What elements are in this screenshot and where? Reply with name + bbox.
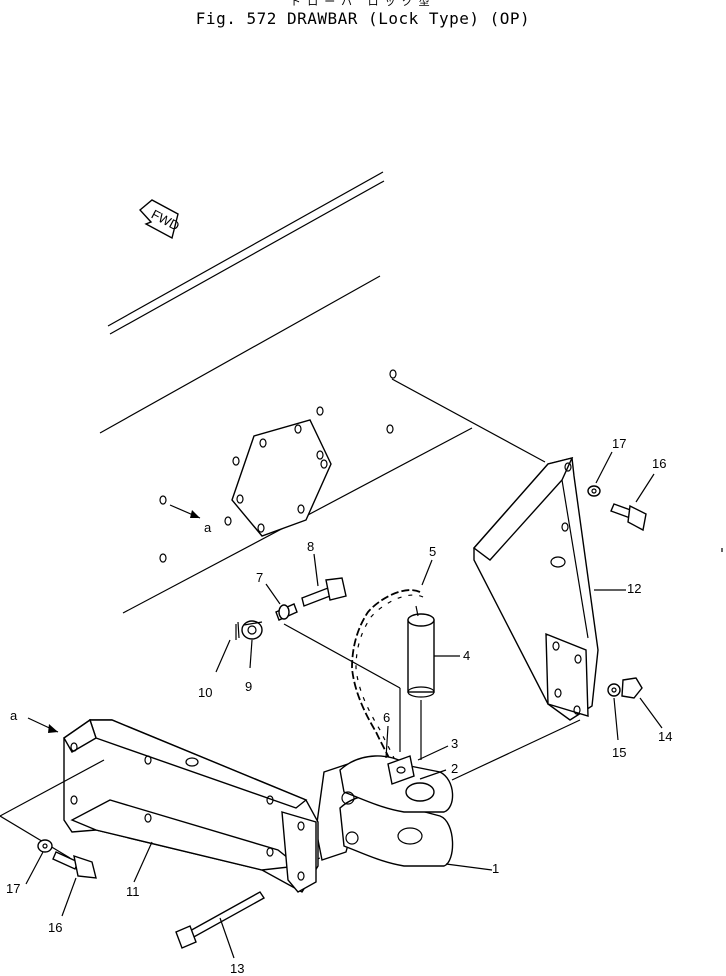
callout-17-left: 17 bbox=[6, 881, 20, 896]
hex-cover-plate bbox=[231, 419, 332, 537]
long-bolt bbox=[175, 891, 266, 949]
pin-center-line bbox=[283, 623, 401, 689]
fwd-arrow-icon: FWD bbox=[138, 199, 182, 240]
lock-pin bbox=[407, 605, 435, 760]
callout-2: 2 bbox=[451, 761, 458, 776]
view-ref-lower: a bbox=[10, 708, 59, 733]
chain bbox=[351, 589, 424, 771]
cotter-pin bbox=[235, 621, 240, 640]
right-nut-washer bbox=[607, 677, 643, 699]
view-ref-lower-label: a bbox=[10, 708, 18, 723]
callout-5: 5 bbox=[429, 544, 436, 559]
figure-title: Fig. 572 DRAWBAR (Lock Type) (OP) bbox=[195, 9, 531, 28]
callout-7: 7 bbox=[256, 570, 263, 585]
callout-16-left: 16 bbox=[48, 920, 62, 935]
callout-12: 12 bbox=[627, 581, 641, 596]
upper-bolt bbox=[301, 577, 347, 607]
callout-15: 15 bbox=[612, 745, 626, 760]
callout-3: 3 bbox=[451, 736, 458, 751]
clevis-pin bbox=[275, 603, 298, 621]
callout-11: 11 bbox=[126, 884, 140, 899]
japanese-title: ドローバ ロック型 bbox=[290, 0, 436, 8]
right-bracket bbox=[391, 378, 599, 721]
callout-17-right: 17 bbox=[612, 436, 626, 451]
right-bolt-washer bbox=[587, 485, 647, 532]
castle-nut bbox=[241, 620, 263, 640]
left-bolt-washer bbox=[37, 839, 97, 879]
figure-header: ドローバ ロック型 Fig. 572 DRAWBAR (Lock Type) (… bbox=[0, 0, 726, 28]
callout-6: 6 bbox=[383, 710, 390, 725]
callout-1: 1 bbox=[492, 861, 499, 876]
frame-mounting-holes bbox=[159, 369, 397, 563]
left-bracket bbox=[0, 718, 319, 893]
drawbar-clevis bbox=[299, 719, 581, 867]
callout-16-right: 16 bbox=[652, 456, 666, 471]
callouts: 1 2 3 4 5 6 7 8 9 10 11 12 13 14 15 16 1 bbox=[6, 436, 672, 976]
callout-4: 4 bbox=[463, 648, 470, 663]
callout-13: 13 bbox=[230, 961, 244, 976]
callout-10: 10 bbox=[198, 685, 212, 700]
view-ref-upper-label: a bbox=[204, 520, 212, 535]
callout-14: 14 bbox=[658, 729, 672, 744]
callout-8: 8 bbox=[307, 539, 314, 554]
callout-9: 9 bbox=[245, 679, 252, 694]
view-ref-upper: a bbox=[169, 504, 212, 535]
